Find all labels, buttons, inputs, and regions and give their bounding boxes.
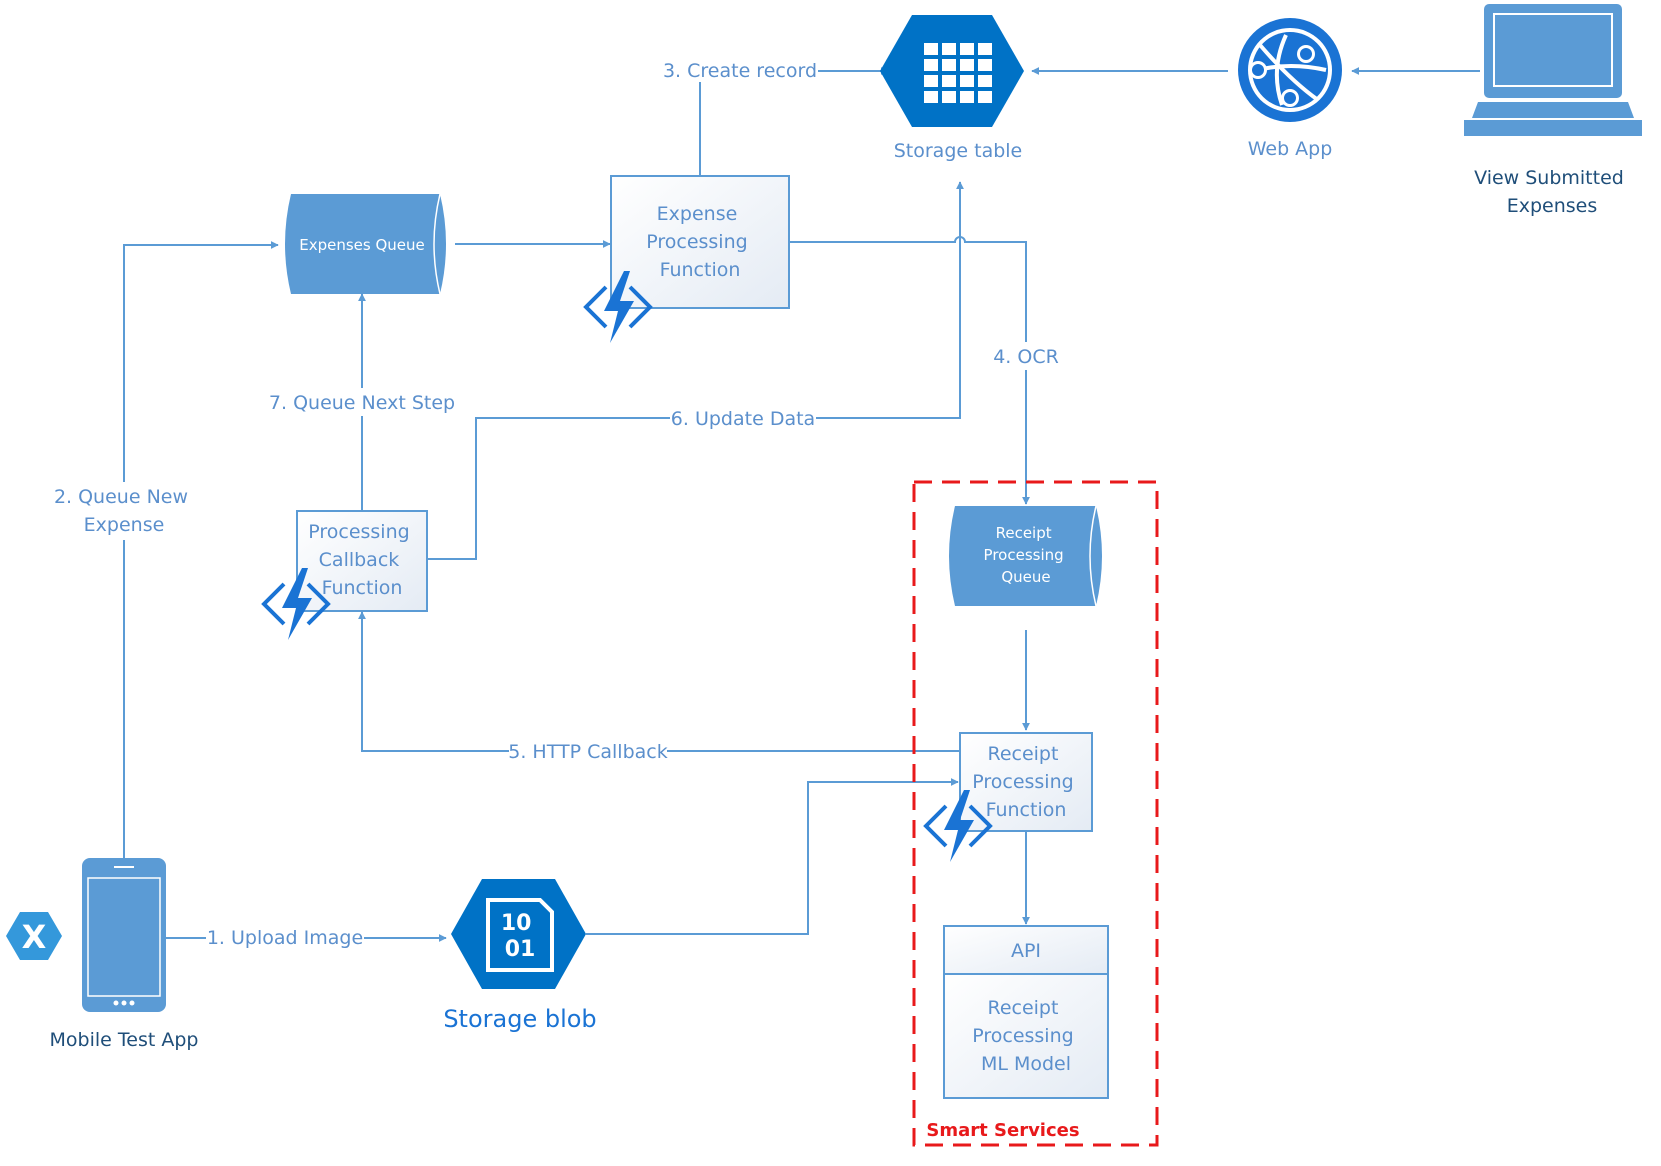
edge-label-upload-image: 1. Upload Image xyxy=(207,927,363,949)
globe-icon xyxy=(1238,18,1342,122)
expense-function-box xyxy=(610,175,790,309)
mobile-app-label: Mobile Test App xyxy=(50,1029,199,1051)
edge-update-data xyxy=(428,181,964,560)
expense-function-node[interactable]: Expense Processing Function xyxy=(584,175,790,345)
table-grid-icon xyxy=(924,43,992,103)
smart-services-label: Smart Services xyxy=(926,1120,1079,1141)
smart-services-group: Smart Services xyxy=(912,480,1159,1147)
api-label: API xyxy=(1011,940,1041,962)
edge-create-record xyxy=(699,67,889,176)
receipt-function-node[interactable]: Receipt Processing Function xyxy=(924,732,1093,864)
blob-binary-glyph: 10 01 xyxy=(501,911,539,962)
svg-text:X: X xyxy=(22,918,47,956)
receipt-queue-shape xyxy=(949,506,1102,606)
view-expenses-node[interactable]: View Submitted Expenses xyxy=(1464,4,1642,217)
receipt-function-label: Receipt Processing Function xyxy=(972,743,1080,821)
receipt-function-box xyxy=(959,732,1093,832)
xamarin-icon: X xyxy=(6,912,62,960)
view-expenses-label: View Submitted Expenses xyxy=(1474,167,1630,217)
ml-model-box xyxy=(943,973,1109,1099)
connectors xyxy=(123,67,1480,942)
web-app-label: Web App xyxy=(1248,138,1333,160)
storage-blob-label: Storage blob xyxy=(443,1005,596,1033)
storage-table-label: Storage table xyxy=(894,140,1023,162)
web-app-node[interactable]: Web App xyxy=(1238,18,1342,160)
receipt-queue-node[interactable]: Receipt Processing Queue xyxy=(949,505,1102,607)
mobile-app-node[interactable]: X Mobile Test App xyxy=(6,858,198,1051)
edge-ocr xyxy=(790,236,1030,505)
smart-services-boundary xyxy=(912,480,1159,1147)
ml-model-label: Receipt Processing ML Model xyxy=(972,997,1080,1075)
edge-label-update-data: 6. Update Data xyxy=(671,408,815,430)
edge-label-http-callback: 5. HTTP Callback xyxy=(508,741,667,763)
edge-label-ocr: 4. OCR xyxy=(993,346,1059,368)
storage-table-node[interactable]: Storage table xyxy=(880,15,1024,162)
api-ml-model-node[interactable]: API Receipt Processing ML Model xyxy=(943,925,1109,1099)
smartphone-icon xyxy=(82,858,166,1012)
receipt-queue-label: Receipt Processing Queue xyxy=(984,524,1069,586)
expenses-queue-shape xyxy=(285,194,446,294)
edge-label-queue-new-expense: 2. Queue New Expense xyxy=(54,486,194,536)
edge-label-create-record: 3. Create record xyxy=(663,60,817,82)
edge-http-callback xyxy=(358,611,959,752)
laptop-icon xyxy=(1464,4,1642,136)
api-header-box xyxy=(943,925,1109,975)
storage-blob-node[interactable]: 10 01 Storage blob xyxy=(443,879,597,1033)
expenses-queue-node[interactable]: Expenses Queue xyxy=(285,193,446,295)
edge-labels: 1. Upload Image 2. Queue New Expense 3. … xyxy=(52,56,1062,950)
expense-function-label: Expense Processing Function xyxy=(646,203,754,281)
callback-function-node[interactable]: Processing Callback Function xyxy=(262,510,428,642)
edge-label-queue-next-step: 7. Queue Next Step xyxy=(269,392,455,414)
edge-blob-to-receipt-function xyxy=(586,778,959,935)
edge-queue-new-expense xyxy=(123,241,279,858)
expenses-queue-label: Expenses Queue xyxy=(299,236,425,254)
callback-function-label: Processing Callback Function xyxy=(308,521,416,599)
